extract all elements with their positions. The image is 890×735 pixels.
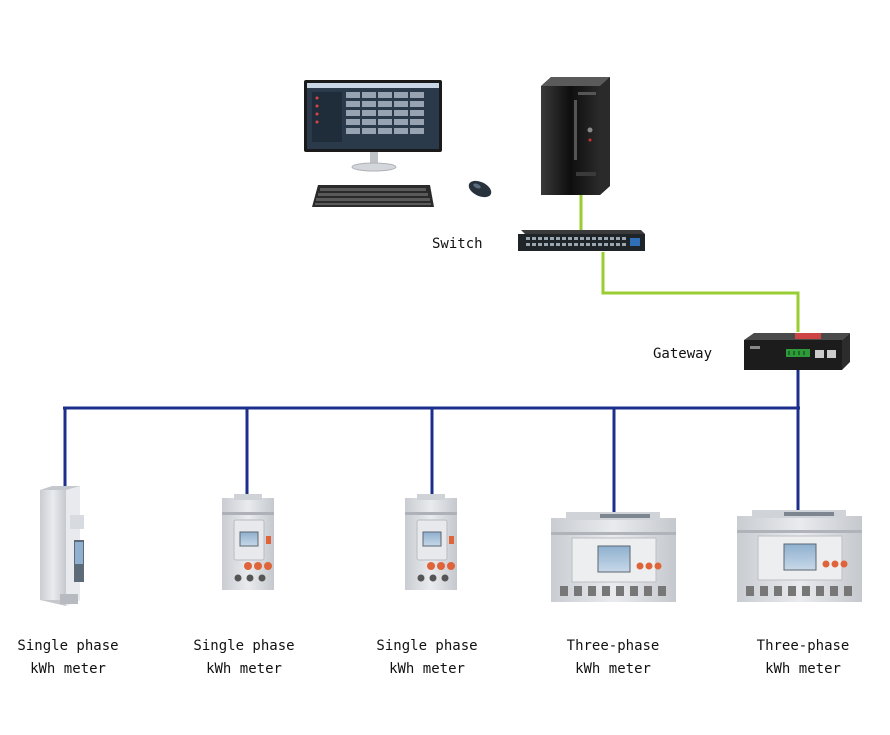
meter-unit: kWh meter: [30, 661, 106, 677]
meter-label-4: Three-phase kWh meter: [558, 635, 668, 681]
meter-unit: kWh meter: [765, 661, 841, 677]
meter-label-5: Three-phase kWh meter: [748, 635, 858, 681]
meter-type: Single phase: [17, 638, 119, 654]
meter-label-3: Single phase kWh meter: [372, 635, 482, 681]
meter-unit: kWh meter: [206, 661, 282, 677]
mouse-icon: [468, 180, 492, 198]
ethernet-cables: [579, 195, 800, 332]
pc-tower-icon: [541, 77, 610, 195]
monitor-icon: [304, 80, 442, 172]
meter-label-2: Single phase kWh meter: [189, 635, 299, 681]
switch-to-gateway-cable: [601, 252, 800, 332]
three-phase-meter-icon: [551, 512, 676, 602]
din-rail-meter-icon: [40, 486, 84, 606]
rs485-bus: [63, 368, 800, 512]
gateway-icon: [744, 333, 850, 370]
din-rail-meter-icon: [405, 494, 457, 590]
keyboard-icon: [312, 185, 434, 207]
meter-unit: kWh meter: [389, 661, 465, 677]
meter-type: Single phase: [376, 638, 478, 654]
switch-label: Switch: [432, 236, 483, 252]
three-phase-meter-icon: [737, 510, 862, 602]
din-rail-meter-icon: [222, 494, 274, 590]
network-switch-icon: [518, 230, 645, 251]
gateway-label: Gateway: [653, 346, 713, 362]
meter-type: Three-phase: [756, 638, 850, 654]
meter-label-1: Single phase kWh meter: [13, 635, 123, 681]
meter-unit: kWh meter: [575, 661, 651, 677]
meter-type: Single phase: [193, 638, 295, 654]
meter-type: Three-phase: [566, 638, 660, 654]
